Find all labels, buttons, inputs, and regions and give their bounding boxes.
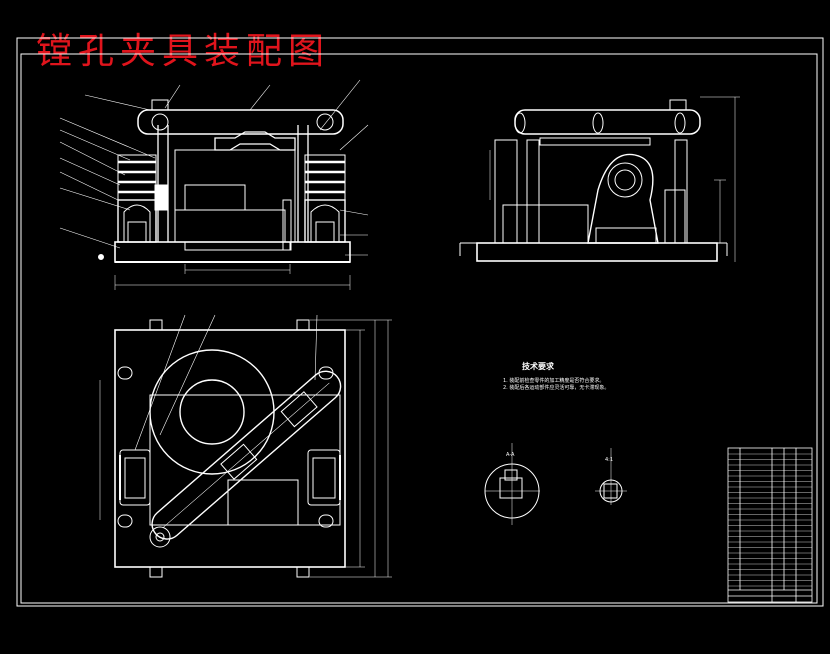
inner-frame (20, 53, 818, 604)
section-detail-right (595, 448, 627, 505)
parts-list-rows (728, 453, 812, 587)
plan-view (99, 314, 392, 578)
tech-req-title: 技术要求 (522, 362, 554, 371)
section-label-left: A-A (506, 452, 515, 458)
parts-list (727, 447, 813, 603)
outer-frame (16, 37, 824, 607)
side-view (459, 96, 740, 262)
tech-req-line-2: 2. 装配后各运动部件应灵活可靠，无卡滞现象。 (503, 385, 610, 391)
drawing-title: 镗孔夹具装配图 (36, 31, 331, 72)
front-view (59, 79, 369, 290)
section-label-right: 4:1 (605, 457, 614, 463)
tech-req-line-1: 1. 装配前检查零件的加工精度是否符合要求。 (503, 378, 605, 384)
section-detail-left (484, 443, 540, 525)
